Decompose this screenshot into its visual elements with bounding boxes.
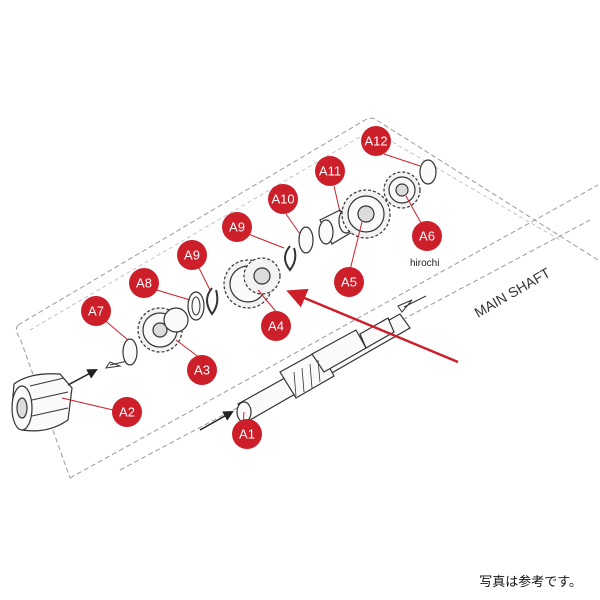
hollow-arrow-shaft: [397, 295, 427, 313]
callout-a11-label: A11: [319, 164, 341, 179]
reference-photo-note: 写真は参考です。: [479, 575, 582, 590]
callout-a5[interactable]: A5: [334, 267, 364, 297]
assembly-arrow-a2: [67, 369, 98, 386]
callout-a1[interactable]: A1: [232, 419, 262, 449]
part-a7-washer: [122, 338, 138, 366]
frame-inner-line: [29, 129, 561, 331]
callout-a5-label: A5: [341, 275, 357, 290]
callout-a6[interactable]: A6: [412, 221, 442, 251]
main-shaft-label: MAIN SHAFT: [472, 264, 554, 320]
callout-a2-label: A2: [119, 405, 135, 420]
red-pointer-arrow: [286, 288, 459, 364]
callout-a8[interactable]: A8: [129, 268, 159, 298]
part-a12-washer: [419, 159, 437, 185]
part-a5-gear: [341, 189, 391, 239]
callout-a12-label: A12: [364, 134, 387, 149]
assembly-arrow-a1: [199, 410, 234, 431]
leader-lines: [61, 153, 427, 427]
watermark: hirochi: [410, 258, 439, 269]
part-a9-circlip-left: [206, 287, 219, 316]
callout-a7[interactable]: A7: [81, 296, 111, 326]
callout-a3-label: A3: [194, 363, 210, 378]
callout-a10-label: A10: [271, 192, 294, 207]
part-a8-ring: [187, 291, 205, 321]
part-a9-circlip-right: [284, 245, 297, 272]
part-a2-hub: [11, 373, 73, 432]
callout-a9-left-label: A9: [184, 248, 200, 263]
callout-a4[interactable]: A4: [261, 311, 291, 341]
part-a6-gear: [383, 171, 421, 209]
callout-a6-label: A6: [419, 229, 435, 244]
part-a4-gear: [223, 257, 281, 309]
callout-a4-label: A4: [268, 319, 284, 334]
callout-a2[interactable]: A2: [112, 397, 142, 427]
part-a10-washer: [298, 226, 314, 254]
callout-a11[interactable]: A11: [315, 156, 345, 186]
callout-a10[interactable]: A10: [268, 184, 298, 214]
callout-a3[interactable]: A3: [187, 355, 217, 385]
callout-a9-right[interactable]: A9: [222, 212, 252, 242]
callout-a9-right-label: A9: [229, 220, 245, 235]
callout-a9-left[interactable]: A9: [177, 240, 207, 270]
callout-a12[interactable]: A12: [361, 126, 391, 156]
callout-a8-label: A8: [136, 276, 152, 291]
callout-a1-label: A1: [239, 427, 255, 442]
diagram-frame: [15, 117, 599, 479]
callout-a7-label: A7: [88, 304, 104, 319]
part-a3-gear: [137, 307, 189, 353]
